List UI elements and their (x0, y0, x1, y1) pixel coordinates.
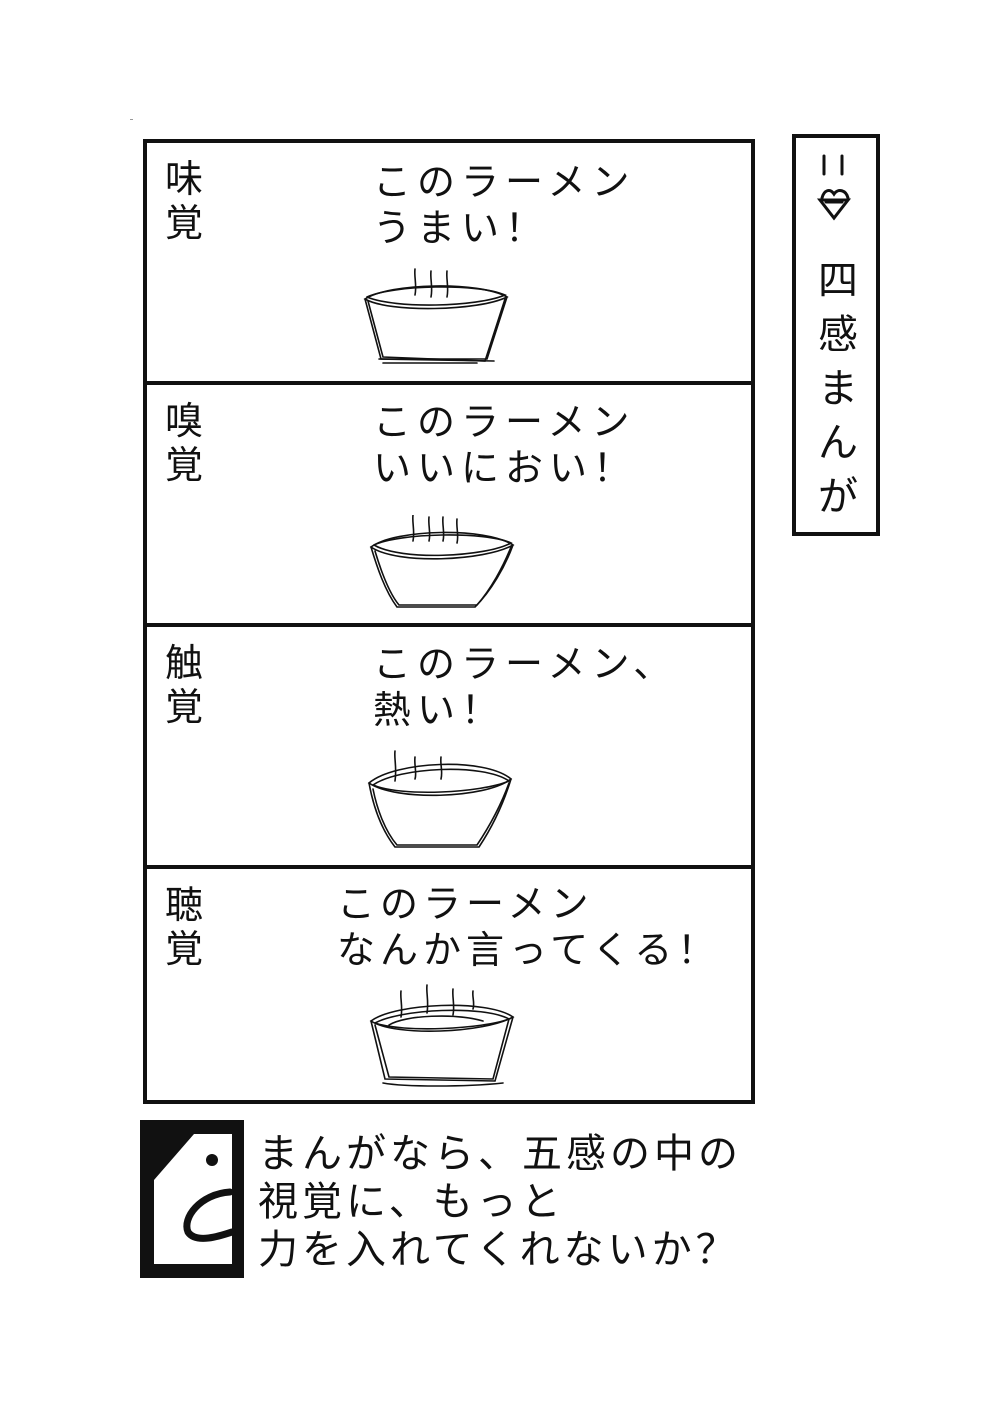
sense-label-char: 嗅 (165, 399, 204, 443)
dialogue: このラーメン うまい！ (373, 159, 635, 251)
narration-line: まんがなら、五感の中の (258, 1131, 742, 1177)
dialogue: このラーメン なんか言ってくる！ (337, 881, 720, 973)
ramen-bowl-icon (369, 984, 515, 1087)
dialogue-line: このラーメン (373, 160, 636, 204)
title-char: ま (818, 366, 858, 412)
dialogue-line: このラーメン (337, 882, 594, 926)
sense-label-char: 覚 (165, 443, 204, 487)
dialogue-line: このラーメン (373, 400, 636, 444)
sense-label-char: 触 (165, 641, 204, 685)
sense-label-char: 覚 (165, 685, 204, 729)
narrator-face-icon (140, 1120, 244, 1278)
dialogue-line: このラーメン、 (373, 642, 678, 686)
panel-taste: 味 覚 このラーメン うまい！ (143, 139, 755, 385)
title-char: 四 (818, 258, 858, 304)
title-char: が (818, 474, 858, 520)
dialogue: このラーメン いいにおい！ (373, 399, 637, 491)
title-box: 四 感 ま ん が (792, 134, 880, 536)
narration-line: 視覚に、もっと (258, 1179, 565, 1225)
panel-smell: 嗅 覚 このラーメン いいにおい！ (143, 381, 755, 627)
dialogue-line: いいにおい！ (373, 446, 638, 490)
sense-label-char: 味 (165, 157, 204, 201)
page-dot (130, 119, 133, 120)
narration: まんがなら、五感の中の 視覚に、もっと 力を入れてくれないか？ (258, 1130, 742, 1274)
panel-touch: 触 覚 このラーメン、 熱い！ (143, 623, 755, 869)
panel-hearing: 聴 覚 このラーメン なんか言ってくる！ (143, 865, 755, 1104)
dialogue-line: なんか言ってくる！ (337, 928, 721, 972)
sense-label: 味 覚 (165, 157, 215, 245)
sense-label: 触 覚 (165, 641, 215, 729)
comic-strip: 味 覚 このラーメン うまい！ 嗅 覚 (143, 139, 755, 1104)
narration-line: 力を入れてくれないか？ (258, 1227, 740, 1273)
sense-label-char: 覚 (165, 201, 204, 245)
ramen-bowl-icon (363, 268, 509, 364)
sense-label-char: 聴 (165, 883, 204, 927)
ramen-bowl-icon (369, 515, 515, 608)
title-char: ん (818, 420, 858, 466)
title-char: 感 (818, 312, 858, 358)
sense-label-char: 覚 (165, 927, 204, 971)
sense-label: 嗅 覚 (165, 399, 215, 487)
sense-label: 聴 覚 (165, 883, 215, 971)
ramen-bowl-icon (367, 750, 513, 848)
dialogue: このラーメン、 熱い！ (373, 641, 677, 733)
dialogue-line: 熱い！ (373, 688, 506, 732)
title-text: 四 感 ま ん が (814, 254, 862, 524)
dialogue-line: うまい！ (373, 206, 550, 250)
face-icon (816, 154, 852, 221)
